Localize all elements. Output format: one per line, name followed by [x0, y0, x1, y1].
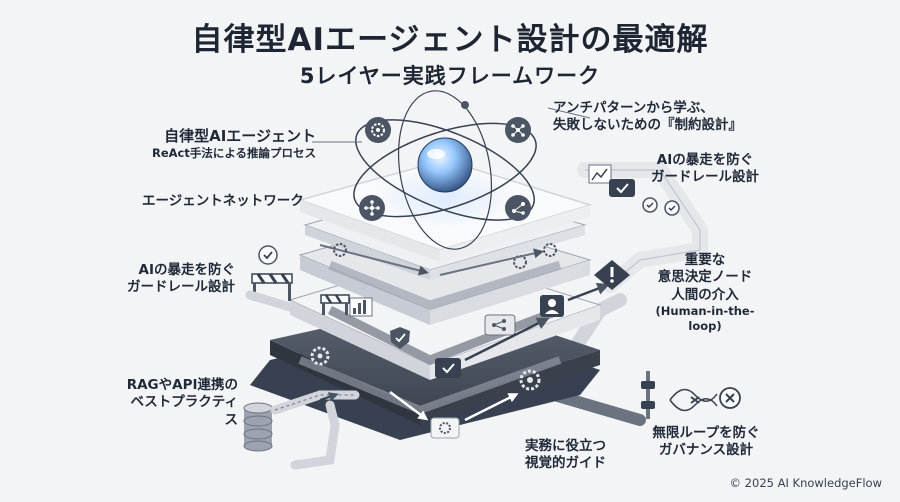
label-loop: 無限ループを防ぐ ガバナンス設計 [646, 425, 766, 460]
layer-2-flow [319, 243, 557, 276]
label-guardrail-right-2: ガードレール設計 [651, 169, 759, 186]
database-icon [243, 402, 273, 452]
slider-icon [641, 371, 655, 419]
label-loop-1: 無限ループを防ぐ [652, 425, 760, 441]
label-guide-1: 実務に役立つ [525, 438, 606, 454]
check-icon [258, 245, 278, 265]
network-icon [505, 117, 531, 143]
gear-icon [430, 417, 460, 439]
check-icon [664, 200, 680, 216]
label-guide-2: 視覚的ガイド [525, 455, 606, 472]
check-icon [609, 179, 635, 197]
shuffle-icon [669, 388, 718, 412]
gear-icon [365, 117, 391, 143]
network-icon [484, 314, 516, 336]
label-agent: 自律型AIエージェント ReAct手法による推論プロセス [136, 127, 316, 161]
label-loop-2: ガバナンス設計 [658, 442, 754, 459]
leader-lines [312, 107, 591, 143]
label-guide: 実務に役立つ 視覚的ガイド [525, 438, 606, 473]
chart-icon [588, 164, 612, 184]
chart-icon [349, 297, 373, 317]
network-icon [359, 195, 385, 221]
layer-4-flow [464, 282, 610, 362]
label-hitl-4: (Human-in-the-loop) [655, 303, 755, 333]
label-guardrail-left: AIの暴走を防ぐ ガードレール設計 [125, 262, 235, 297]
layer-5-flow [389, 390, 519, 422]
check-icon [435, 358, 461, 378]
warning-icon [594, 260, 630, 290]
gear-icon [543, 243, 557, 257]
copyright: © 2025 AI KnowledgeFlow [729, 476, 882, 490]
rag-pipes [270, 390, 360, 470]
label-guardrail-right-1: AIの暴走を防ぐ [656, 152, 754, 168]
label-guardrail-right: AIの暴走を防ぐ ガードレール設計 [630, 152, 780, 187]
label-hitl-3: 人間の介入 [671, 286, 739, 303]
barrier-icon [320, 294, 350, 315]
gear-icon [310, 346, 330, 366]
label-rag: RAGやAPI連携の ベストプラクティス [118, 377, 238, 429]
label-antipattern: アンチパターンから学ぶ、 失敗しないための『制約設計』 [553, 100, 742, 135]
gear-icon [333, 243, 347, 257]
label-agent-sub: ReAct手法による推論プロセス [151, 146, 316, 161]
label-rag-1: RAGやAPI連携の [126, 377, 238, 393]
network-icon [505, 195, 531, 221]
label-rag-2: ベストプラクティス [130, 394, 238, 428]
label-network: エージェントネットワーク [142, 193, 304, 209]
close-icon [719, 387, 741, 409]
right-pipe-upper [577, 162, 708, 293]
label-hitl-2: 意思決定ノード [657, 269, 753, 286]
page-subtitle: 5レイヤー実践フレームワーク [299, 64, 601, 88]
check-icon [642, 197, 658, 213]
label-agent-title: 自律型AIエージェント [164, 127, 316, 145]
left-pipe [245, 290, 305, 315]
label-antipattern-2: 失敗しないための『制約設計』 [553, 117, 742, 134]
agent-orb [353, 90, 537, 250]
label-guardrail-left-2: ガードレール設計 [127, 279, 235, 296]
gear-icon [513, 255, 527, 269]
label-guardrail-left-1: AIの暴走を防ぐ [138, 262, 235, 278]
page-title: 自律型AIエージェント設計の最適解 [191, 22, 709, 58]
label-antipattern-1: アンチパターンから学ぶ、 [553, 100, 714, 116]
label-hitl: 重要な 意思決定ノード 人間の介入 (Human-in-the-loop) [640, 252, 770, 333]
gear-icon [519, 369, 541, 391]
label-hitl-1: 重要な [684, 252, 726, 268]
shield-icon [390, 327, 410, 349]
user-icon [540, 295, 564, 317]
